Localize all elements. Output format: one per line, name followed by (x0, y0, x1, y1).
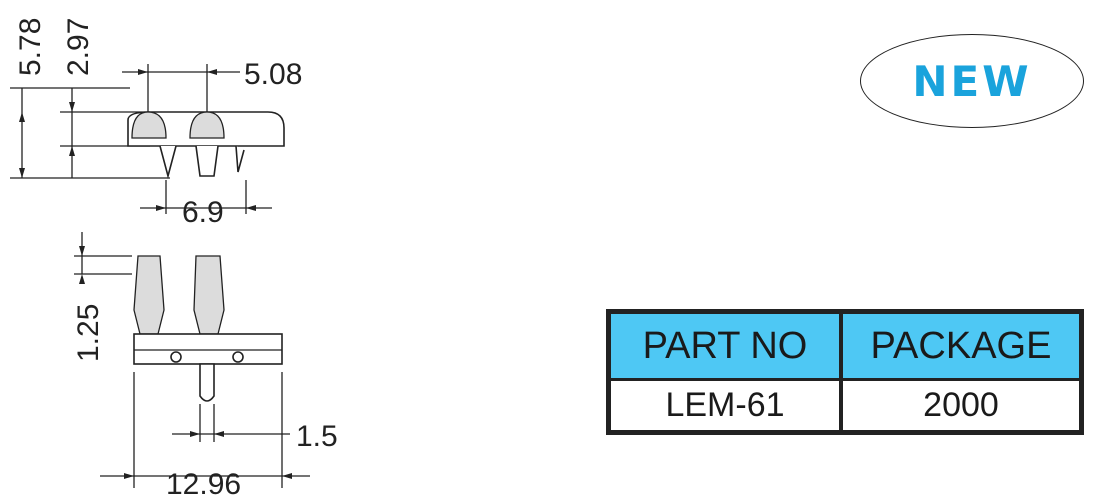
front-view-part (133, 255, 283, 402)
spec-table: PART NO PACKAGE LEM-61 2000 (606, 309, 1084, 435)
dim-pin-width: 1.5 (296, 420, 338, 453)
header-package: PACKAGE (843, 314, 1079, 378)
cell-part-no: LEM-61 (611, 381, 839, 430)
new-badge-text: NEW (912, 56, 1032, 106)
dim-body-height: 2.97 (62, 18, 95, 76)
dim-pin-span: 6.9 (182, 196, 224, 229)
dim-total-width: 12.96 (166, 468, 241, 501)
top-view-part (127, 111, 285, 180)
dim-pin-pitch: 5.08 (244, 58, 302, 91)
cell-package: 2000 (843, 381, 1079, 430)
dim-overall-height: 5.78 (14, 18, 47, 76)
dim-tip-length: 1.25 (72, 304, 105, 362)
header-part-no: PART NO (611, 314, 839, 378)
new-badge: NEW (860, 34, 1084, 128)
